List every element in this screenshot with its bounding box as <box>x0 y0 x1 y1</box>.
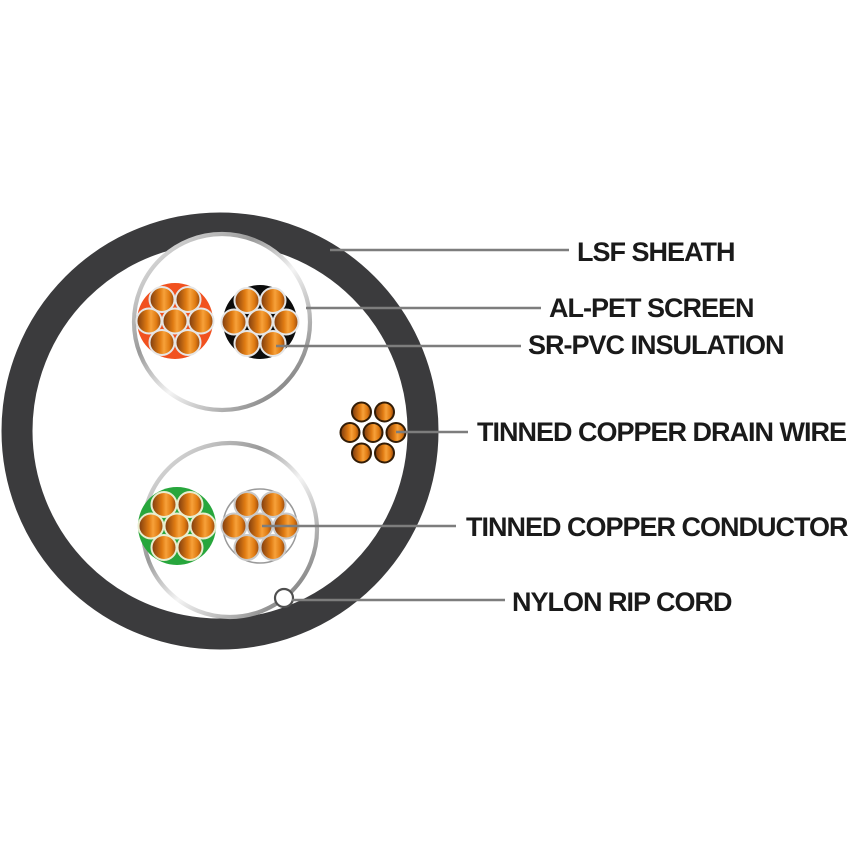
drain-wire-strand <box>351 442 372 464</box>
drain-wire-strand <box>362 422 384 443</box>
tinned-copper-drain-wire <box>339 401 407 464</box>
drain-wire-strand <box>339 422 361 443</box>
copper-strand <box>150 534 178 561</box>
label-lsf-sheath: LSF SHEATH <box>577 237 735 267</box>
conductor-black <box>220 285 300 359</box>
copper-strand <box>233 330 261 357</box>
drain-wire-strand <box>374 442 395 464</box>
copper-strand <box>259 491 287 518</box>
nylon-rip-cord <box>273 587 295 609</box>
copper-strand <box>176 491 204 518</box>
drain-wire-strand <box>374 401 395 423</box>
copper-strand <box>174 329 202 356</box>
conductor-green <box>137 487 217 565</box>
conductor-white <box>220 488 300 564</box>
copper-strand <box>233 534 261 561</box>
copper-strand <box>176 534 204 561</box>
copper-strand <box>187 307 215 335</box>
copper-strand <box>189 512 217 540</box>
copper-strand <box>259 287 287 314</box>
label-sr-pvc-insulation: SR-PVC INSULATION <box>528 330 784 360</box>
copper-strand <box>272 308 300 336</box>
copper-strand-group <box>220 287 300 357</box>
copper-strand <box>148 329 176 356</box>
label-tinned-copper-conductor: TINNED COPPER CONDUCTOR <box>466 512 848 542</box>
copper-strand-group <box>135 286 215 356</box>
copper-strand <box>174 286 202 313</box>
copper-strand-group <box>137 491 217 561</box>
label-nylon-rip-cord: NYLON RIP CORD <box>512 587 732 617</box>
label-tinned-copper-drain-wire: TINNED COPPER DRAIN WIRE <box>477 417 846 447</box>
drain-wire-strand <box>351 401 372 423</box>
conductor-orange <box>135 283 215 359</box>
label-al-pet-screen: AL-PET SCREEN <box>549 293 754 323</box>
leader-lines <box>262 248 569 602</box>
copper-strand <box>259 534 287 561</box>
copper-strand <box>259 330 287 357</box>
